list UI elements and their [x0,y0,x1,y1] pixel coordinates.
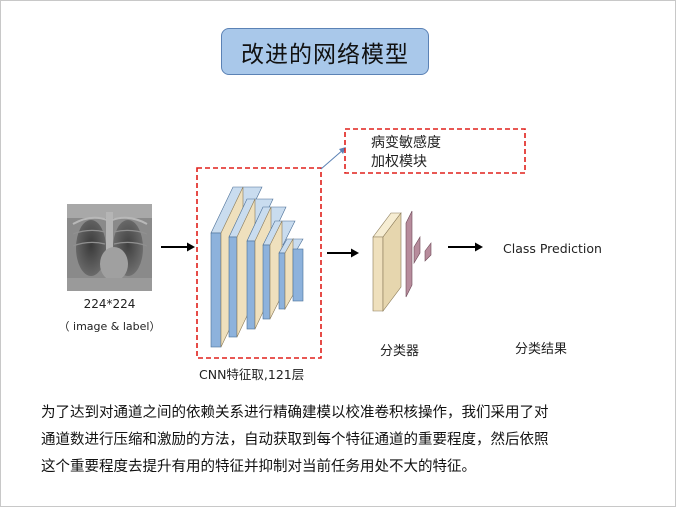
input-size-label: 224*224 [83,297,136,311]
slide-title: 改进的网络模型 [241,41,409,68]
description-line-3: 这个重要程度去提升有用的特征并抑制对当前任务用处不大的特征。 [41,459,476,475]
arrow-classifier-to-output [448,242,483,252]
description-paragraph: 为了达到对通道之间的依赖关系进行精确建模以校准卷积核操作，我们采用了对 通道数进… [41,400,641,481]
class-prediction-text: Class Prediction [503,241,602,256]
title-box: 改进的网络模型 [221,28,429,75]
chest-xray-image [67,204,152,291]
description-line-1: 为了达到对通道之间的依赖关系进行精确建模以校准卷积核操作，我们采用了对 [41,405,549,421]
result-label: 分类结果 [515,342,568,357]
classifier-label: 分类器 [380,344,420,359]
callout-dashed-box [344,128,526,174]
arrow-cnn-to-classifier [327,248,359,258]
callout-line-1: 病变敏感度 [371,135,441,151]
cnn-label: CNN特征取,121层 [199,367,305,382]
cnn-layers [210,186,304,348]
callout-line-2: 加权模块 [371,154,427,170]
cnn-dashed-box [196,167,322,359]
cnn-layer-5 [278,237,304,311]
callout-pointer [320,147,346,170]
classifier-layers [372,210,432,312]
input-desc-label: （ image & label） [58,320,161,333]
arrow-input-to-cnn [161,242,195,252]
description-line-2: 通道数进行压缩和激励的方法，自动获取到每个特征通道的重要程度，然后依照 [41,432,549,448]
